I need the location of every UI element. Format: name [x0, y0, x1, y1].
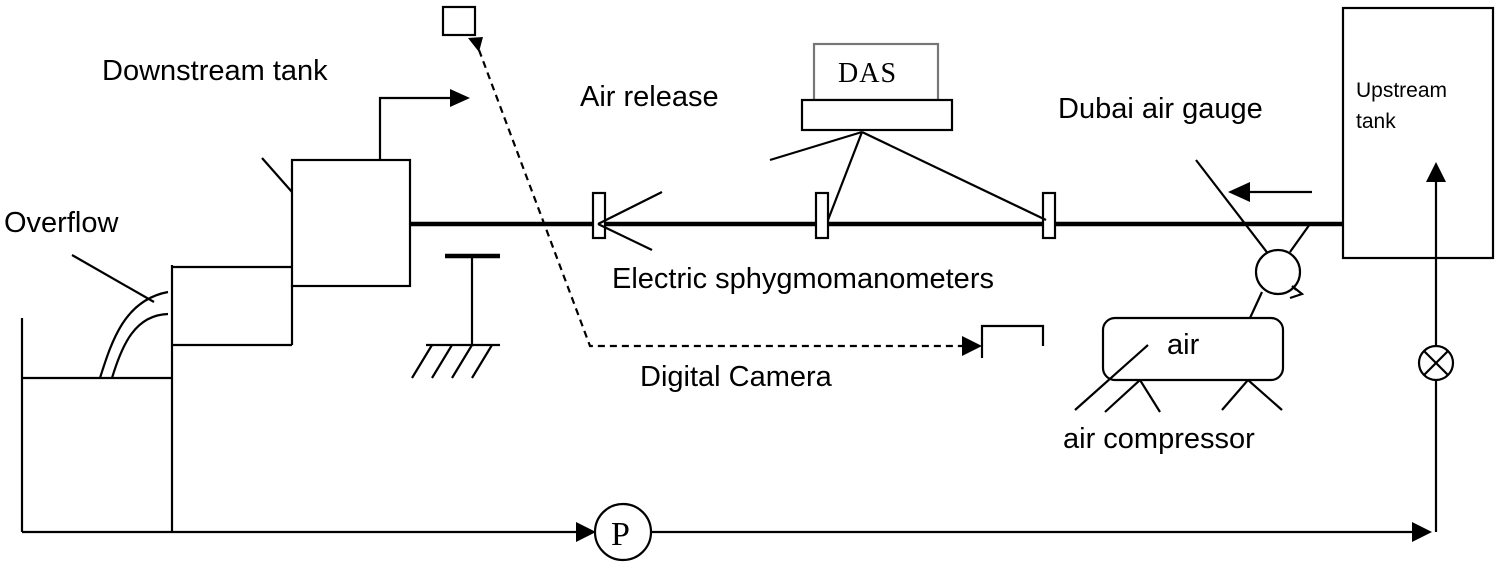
das-unit [769, 42, 1047, 221]
digital-camera [441, 5, 1045, 358]
air-release-valve [597, 191, 663, 251]
label-upstream-tank-1: Upstream [1356, 79, 1447, 102]
label-digital-camera: Digital Camera [640, 361, 833, 393]
valve [1417, 344, 1455, 382]
label-electric-sphygmomanometers: Electric sphygmomanometers [612, 263, 994, 295]
air-gauge-assembly [1195, 159, 1312, 319]
label-overflow: Overflow [4, 207, 119, 239]
pressure-sensors [591, 191, 1057, 240]
label-upstream-tank-2: tank [1356, 110, 1396, 133]
label-das: DAS [838, 58, 897, 89]
label-dubai-air-gauge: Dubai air gauge [1058, 93, 1263, 125]
pump [593, 502, 653, 562]
upstream-tank [1341, 6, 1495, 260]
overflow-weir [71, 254, 294, 379]
downstream-tank [261, 89, 470, 288]
label-air-compressor: air compressor [1063, 423, 1255, 455]
pipe-support [411, 253, 500, 379]
label-air: air [1167, 329, 1200, 361]
air-compressor [1074, 316, 1285, 413]
bottom-reservoir [20, 265, 174, 532]
label-pump: P [611, 516, 630, 553]
return-line [22, 162, 1446, 542]
label-downstream-tank: Downstream tank [102, 55, 328, 87]
label-air-release: Air release [580, 81, 719, 113]
